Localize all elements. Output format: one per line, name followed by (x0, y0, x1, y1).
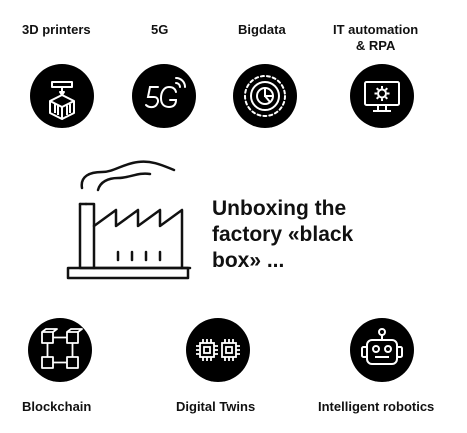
label-bigdata: Bigdata (238, 22, 286, 37)
label-it-automation: IT automation & RPA (333, 22, 418, 54)
label-intelligent-robotics: Intelligent robotics (318, 399, 435, 414)
label-digital-twins: Digital Twins (176, 399, 256, 414)
headline-line-1: Unboxing the (212, 197, 347, 220)
label-5g: 5G (151, 22, 169, 37)
label-3d-printers: 3D printers (22, 22, 91, 37)
monitor-gear-icon (350, 64, 414, 128)
label-it-automation-line1: IT automation (333, 22, 419, 37)
5g-icon (132, 64, 196, 128)
blockchain-icon (28, 318, 92, 382)
label-it-automation-line2: & RPA (355, 38, 396, 53)
robot-icon (350, 318, 414, 382)
digital-twins-chips-icon (186, 318, 250, 382)
factory-icon (66, 160, 192, 280)
headline-line-2: factory «black (212, 223, 354, 246)
bigdata-chart-icon (233, 64, 297, 128)
3d-printer-icon (30, 64, 94, 128)
label-blockchain: Blockchain (22, 399, 92, 414)
headline-line-3: box» ... (212, 249, 285, 272)
center-headline: Unboxing the factory «black box» ... (212, 196, 353, 274)
